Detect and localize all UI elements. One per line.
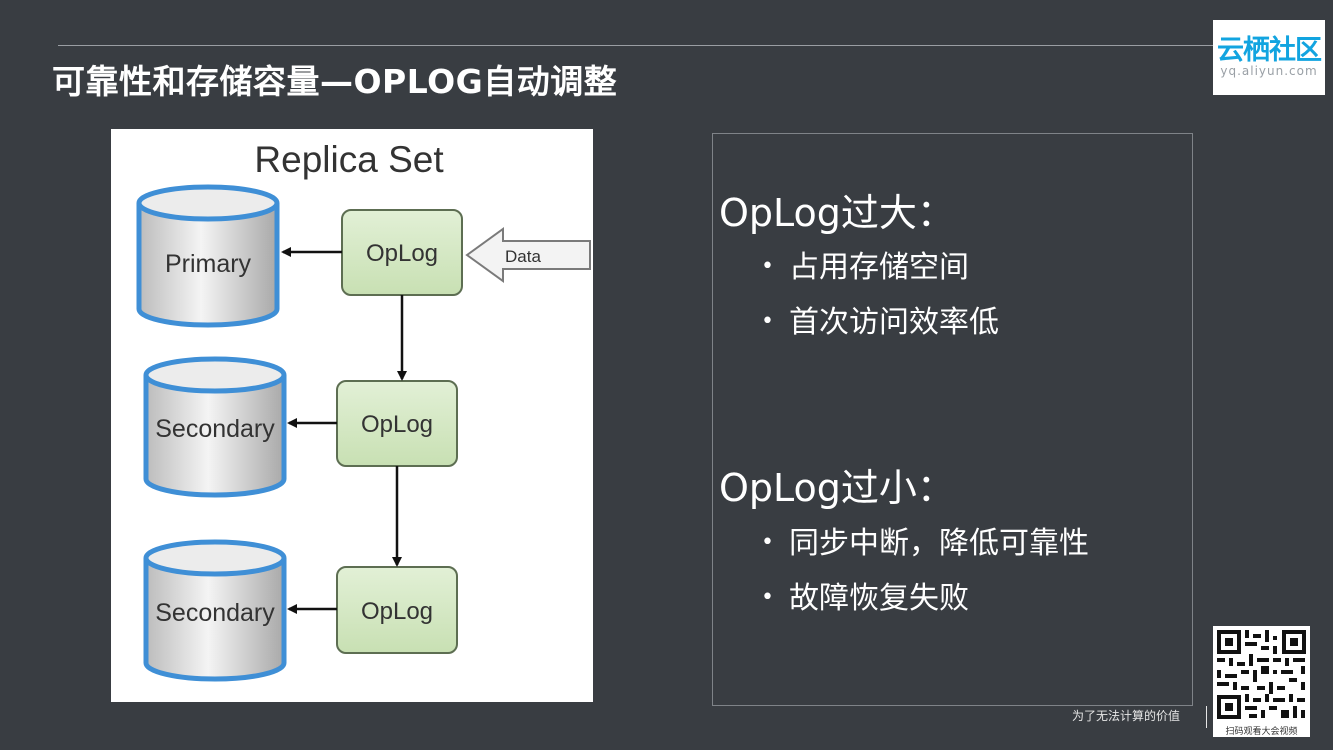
- secondary-database-2: Secondary: [143, 539, 287, 682]
- bullet-item: • 占用存储空间: [761, 242, 969, 286]
- top-rule: [58, 45, 1218, 46]
- bullet-dot: •: [761, 309, 774, 334]
- oplog-label-3: OpLog: [361, 598, 433, 625]
- oplog-size-panel: OpLog过大： • 占用存储空间 • 首次访问效率低 OpLog过小： • 同步中断…: [712, 133, 1193, 706]
- bullet-item: • 同步中断，降低可靠性: [761, 518, 1089, 562]
- oplog-box-3: OpLog: [336, 566, 458, 654]
- bullet-item: • 故障恢复失败: [761, 573, 969, 617]
- logo-name: 云栖社区: [1217, 35, 1322, 66]
- diagram-title: Replica Set: [254, 139, 444, 180]
- section-heading-undersize: OpLog过小：: [719, 466, 955, 510]
- qr-code-icon: [1215, 628, 1308, 721]
- oplog-box-2: OpLog: [336, 380, 458, 467]
- replica-set-diagram: Replica Set Data Primary OpLog Secondary…: [111, 129, 593, 702]
- oplog-label-2: OpLog: [361, 411, 433, 438]
- secondary-database-1: Secondary: [143, 356, 287, 498]
- data-label: Data: [505, 247, 541, 266]
- footer-slogan: 为了无法计算的价值: [1072, 709, 1181, 723]
- data-input-arrow: Data: [465, 227, 591, 283]
- bullet-text: 同步中断，降低可靠性: [789, 526, 1089, 561]
- bullet-text: 占用存储空间: [789, 250, 969, 285]
- bullet-item: • 首次访问效率低: [761, 297, 999, 341]
- slide-title: 可靠性和存储容量—OPLOG自动调整: [52, 62, 618, 101]
- yunqi-logo: 云栖社区 yq.aliyun.com: [1213, 20, 1325, 95]
- primary-database: Primary: [136, 184, 280, 328]
- logo-url: yq.aliyun.com: [1220, 64, 1318, 78]
- bullet-text: 首次访问效率低: [789, 305, 999, 340]
- diagram-canvas: Replica Set Data Primary OpLog Secondary…: [136, 139, 591, 682]
- bullet-dot: •: [761, 254, 774, 279]
- secondary-db-label-1: Secondary: [155, 415, 275, 443]
- section-heading-oversize: OpLog过大：: [719, 191, 955, 235]
- oplog-label-1: OpLog: [366, 240, 438, 267]
- bullet-text: 故障恢复失败: [789, 581, 969, 616]
- primary-db-label: Primary: [165, 250, 252, 278]
- secondary-db-label-2: Secondary: [155, 599, 275, 627]
- bullet-dot: •: [761, 530, 774, 555]
- footer-divider: [1206, 706, 1207, 728]
- qr-caption: 扫码观看大会视频: [1225, 727, 1298, 737]
- qr-code: 扫码观看大会视频: [1213, 626, 1310, 737]
- oplog-box-1: OpLog: [341, 209, 463, 296]
- bullet-dot: •: [761, 585, 774, 610]
